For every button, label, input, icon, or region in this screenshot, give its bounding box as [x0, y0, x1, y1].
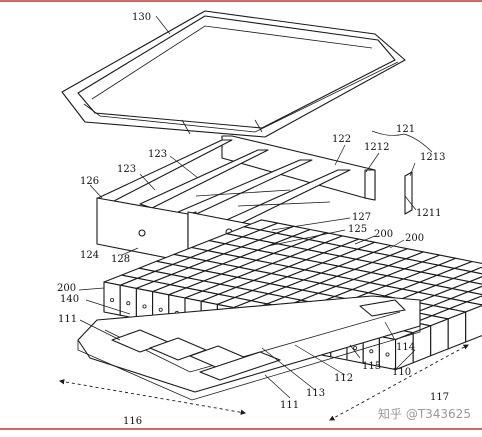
- battery-tray: [77, 295, 421, 401]
- beam-joint-line: [195, 189, 291, 197]
- label-110: 110: [392, 367, 411, 378]
- cover-top-face: [77, 15, 396, 129]
- cover-inner-edge: [91, 25, 373, 100]
- label-200-b: 200: [405, 233, 424, 244]
- label-1212: 1212: [364, 142, 389, 153]
- end-strip-1213: [404, 171, 413, 215]
- label-124: 124: [80, 250, 99, 261]
- label-1211: 1211: [416, 208, 441, 219]
- plate-bolt: [138, 229, 146, 237]
- cross-beam-3: [177, 159, 313, 217]
- beam-joint-line: [237, 201, 331, 207]
- label-112: 112: [334, 373, 353, 384]
- cover-corner-line: [254, 119, 263, 133]
- watermark: 知乎 @T343625: [378, 407, 471, 421]
- leader-lines: [78, 15, 433, 399]
- label-123-a: 123: [117, 164, 136, 175]
- label-111-b: 111: [280, 400, 299, 411]
- battery-terminal: [126, 301, 131, 306]
- label-114: 114: [396, 342, 415, 353]
- label-113: 113: [306, 388, 325, 399]
- tray-rib: [199, 351, 281, 381]
- tray-rib: [359, 299, 406, 317]
- label-128: 128: [111, 254, 130, 265]
- battery-cell-side: [430, 318, 449, 357]
- label-121: 121: [396, 124, 415, 135]
- label-125: 125: [348, 224, 367, 235]
- top-cover: [61, 10, 406, 138]
- label-116: 116: [123, 416, 142, 427]
- cover-skirt-edge: [83, 61, 399, 133]
- label-1213: 1213: [420, 152, 445, 163]
- label-123-b: 123: [148, 149, 167, 160]
- cover-corner-line: [181, 119, 191, 135]
- cross-beam-4: [221, 169, 351, 227]
- reference-labels: 130 121 122 1212 1213 123 123 126 1211 1…: [57, 12, 449, 427]
- label-122: 122: [332, 134, 351, 145]
- label-111-a: 111: [58, 314, 77, 325]
- dimension-arrow-116: [58, 379, 247, 415]
- battery-terminal: [142, 304, 147, 309]
- label-200-a: 200: [374, 229, 393, 240]
- label-140: 140: [60, 294, 79, 305]
- label-130: 130: [132, 12, 151, 23]
- battery-cell-side: [465, 304, 482, 343]
- dimension-arrow-117: [329, 344, 469, 421]
- battery-cell-side: [447, 311, 467, 350]
- battery-terminal: [110, 298, 115, 303]
- battery-cell-side: [412, 325, 432, 364]
- label-200-c: 200: [57, 283, 76, 294]
- battery-terminal: [158, 307, 163, 312]
- long-plate-edge: [364, 169, 376, 201]
- label-117: 117: [430, 392, 449, 403]
- label-127: 127: [352, 212, 371, 223]
- label-115: 115: [362, 361, 381, 372]
- tray-top: [77, 295, 421, 393]
- label-126: 126: [80, 176, 99, 187]
